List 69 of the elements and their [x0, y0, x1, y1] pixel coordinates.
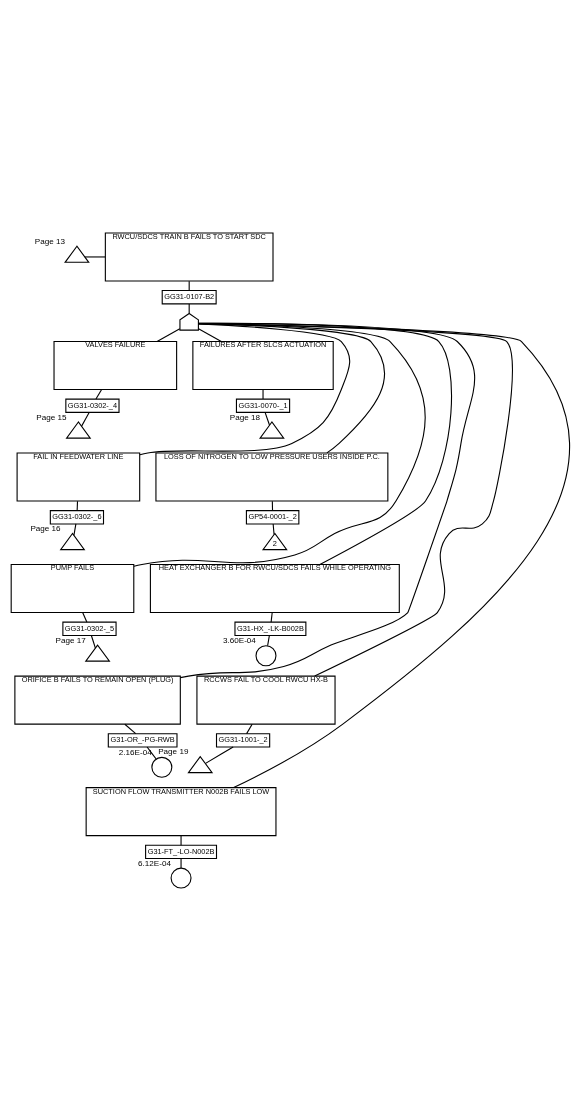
node-label: Page 18: [229, 412, 261, 422]
node-box: PUMP FAILS: [10, 563, 135, 613]
node-label: Page 16: [30, 523, 61, 533]
node-triangle: [59, 532, 86, 550]
node-box: FAILURES AFTER SLCS ACTUATION: [192, 340, 334, 390]
node-label: Page 15: [36, 412, 67, 422]
connector: [262, 388, 264, 400]
connector: [271, 500, 274, 511]
node-box: GG31-0302-_5: [62, 621, 117, 636]
connector: [133, 322, 426, 567]
connector: [81, 411, 90, 427]
node-gate: [179, 312, 199, 331]
connector: [246, 723, 253, 734]
node-label: 3.60E-04: [222, 635, 256, 645]
connector: [198, 322, 453, 565]
node-box: GG31-0070-_1: [235, 398, 291, 413]
connector: [197, 322, 571, 788]
connector: [124, 723, 137, 734]
node-label: Page 13: [34, 236, 66, 246]
node-box: ORIFICE B FAILS TO REMAIN OPEN (PLUG): [14, 675, 181, 725]
connector: [197, 322, 386, 453]
node-triangle: [64, 244, 90, 263]
node-circle: [170, 867, 192, 889]
connector: [146, 745, 157, 760]
node-label: 6.12E-04: [138, 858, 171, 868]
connector: [139, 322, 351, 455]
node-triangle: [84, 643, 111, 662]
connector: [205, 745, 234, 764]
node-box: SUCTION FLOW TRANSMITTER N002B FAILS LOW: [85, 786, 277, 836]
connector: [198, 322, 513, 677]
node-box: FAIL IN FEEDWATER LINE: [16, 452, 141, 502]
node-box: LOSS OF NITROGEN TO LOW PRESSURE USERS INSIDE P.C.: [155, 452, 389, 502]
node-box: GG31-0107-B2: [161, 289, 217, 304]
connector: [264, 411, 271, 426]
connector: [156, 327, 181, 342]
connector: [90, 634, 96, 649]
connector: [84, 255, 106, 257]
node-box: GG31-0302-_4: [65, 398, 120, 413]
connector: [272, 522, 275, 535]
connector: [188, 302, 190, 314]
node-box: GP54-0001-_2: [245, 509, 300, 524]
connector: [179, 322, 476, 678]
node-box: GG31-1001-_2: [215, 732, 271, 748]
node-triangle: [187, 755, 214, 773]
node-box: RWCU/SDCS TRAIN B FAILS TO START SDC: [104, 231, 274, 281]
node-label: Page 19: [158, 746, 189, 756]
connector: [188, 280, 190, 291]
node-label: Page 17: [55, 635, 86, 645]
connector: [267, 634, 270, 646]
connector: [73, 522, 77, 536]
connector: [180, 834, 182, 846]
connector: [82, 611, 88, 623]
connector: [76, 500, 79, 511]
connector: [180, 857, 182, 868]
node-box: GG31-0302-_6: [49, 509, 105, 524]
node-box: G31-OR_-PG-RWB: [107, 732, 178, 748]
node-label: 2.16E-04: [118, 747, 152, 757]
node-triangle: [65, 420, 92, 439]
node-box: G31-FT_-LO-N002B: [145, 844, 218, 859]
connector: [95, 388, 103, 400]
node-box: HEAT EXCHANGER B FOR RWCU/SDCS FAILS WHILE OPERATING: [149, 563, 400, 613]
connector: [198, 327, 222, 342]
connector: [270, 611, 273, 623]
node-circle: [255, 644, 277, 666]
node-box: G31-HX_-LK-B002B: [234, 621, 307, 636]
node-box: VALVES FAILURE: [53, 340, 178, 390]
node-box: RCCWS FAIL TO COOL RWCU HX-B: [196, 675, 336, 725]
node-circle: [151, 756, 173, 778]
node-triangle: [259, 420, 285, 439]
